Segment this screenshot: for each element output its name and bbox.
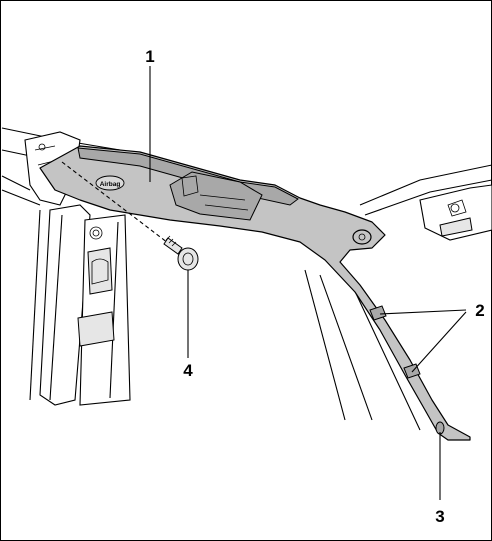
- leader-lines: [149, 66, 467, 500]
- screw-4: [61, 161, 199, 271]
- callout-4: 4: [183, 361, 193, 380]
- clip-slot-upper: [369, 305, 387, 321]
- vehicle-body-structure: [1, 127, 492, 431]
- callout-2: 2: [475, 301, 484, 320]
- leader-2b: [411, 311, 467, 373]
- leader-2a: [379, 309, 467, 315]
- callout-3: 3: [435, 507, 444, 526]
- trim-panel-1: [39, 145, 471, 441]
- callouts: 1 2 3 4: [145, 47, 484, 526]
- airbag-badge: Airbag: [95, 175, 125, 191]
- airbag-badge-text: Airbag: [100, 181, 121, 188]
- callout-1: 1: [145, 47, 154, 66]
- screw-axis-line: [61, 161, 173, 247]
